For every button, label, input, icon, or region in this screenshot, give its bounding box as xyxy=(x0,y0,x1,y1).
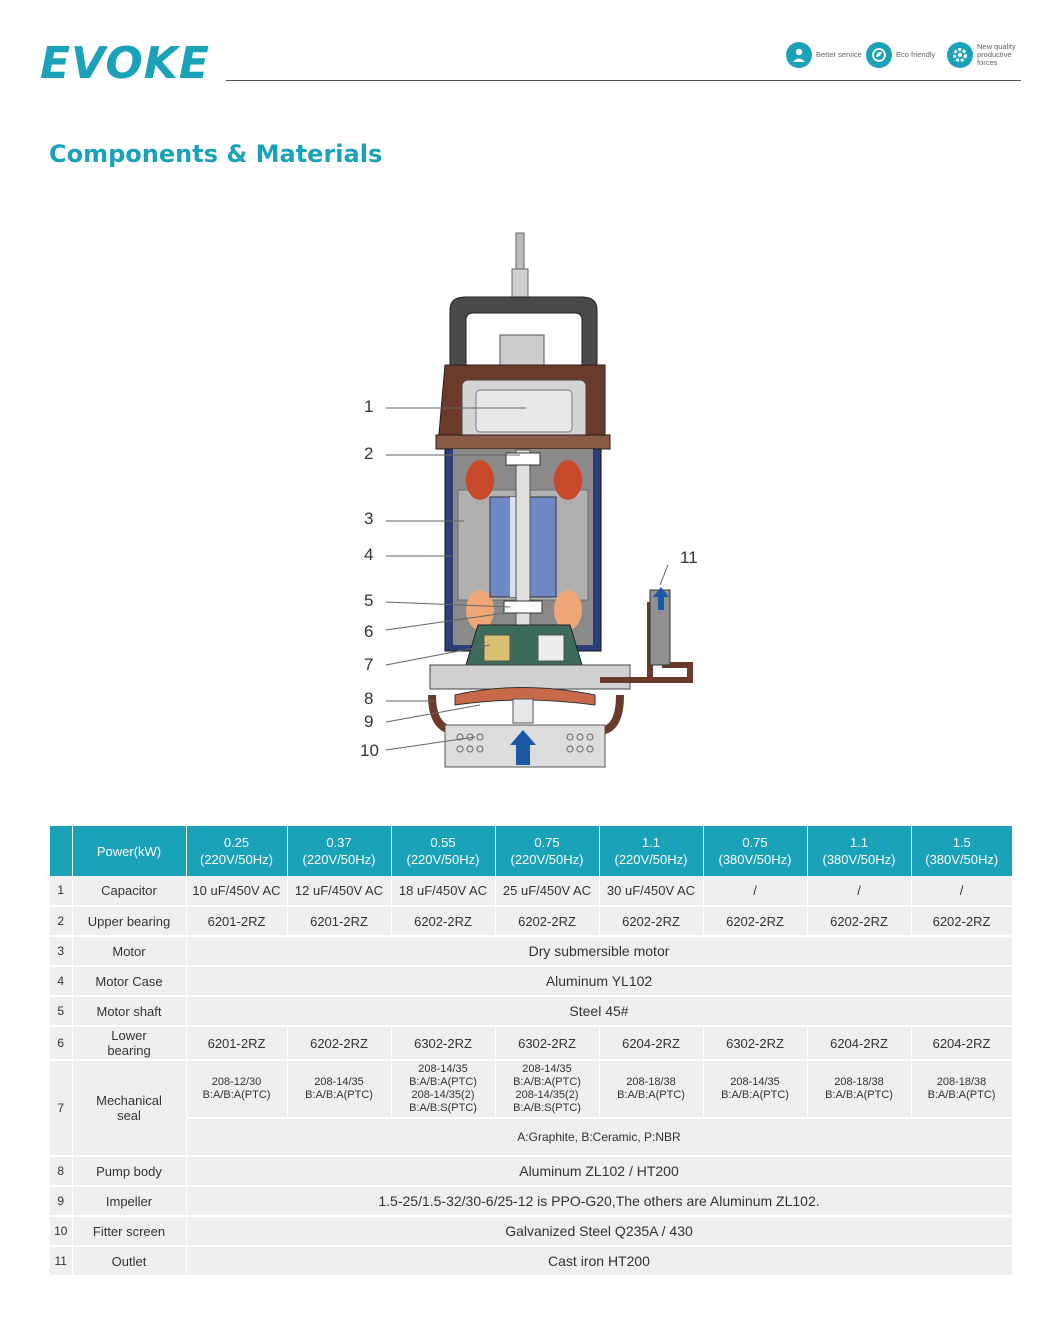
header-col: 0.55(220V/50Hz) xyxy=(391,826,496,876)
table-row-filter-screen: 10 Fitter screen Galvanized Steel Q235A … xyxy=(50,1216,1013,1247)
table-row-upper-bearing: 2 Upper bearing 6201-2RZ 6201-2RZ 6202-2… xyxy=(50,906,1013,937)
callout-9: 9 xyxy=(364,712,373,731)
callout-4: 4 xyxy=(364,545,373,564)
table-row-seal-note: A:Graphite, B:Ceramic, P:NBR xyxy=(50,1118,1013,1157)
table-row-motor-case: 4 Motor Case Aluminum YL102 xyxy=(50,966,1013,997)
header-col: 0.25(220V/50Hz) xyxy=(186,826,288,876)
table-row-impeller: 9 Impeller 1.5-25/1.5-32/30-6/25-12 is P… xyxy=(50,1186,1013,1217)
badge-text: New quality productive forces xyxy=(977,42,1016,67)
header-col: 0.75(380V/50Hz) xyxy=(703,826,808,876)
header-divider xyxy=(226,80,1021,81)
header-col: 1.5(380V/50Hz) xyxy=(911,826,1012,876)
header-col: 1.1(220V/50Hz) xyxy=(599,826,704,876)
badge-text: Better service xyxy=(816,50,862,59)
page-title: Components & Materials xyxy=(49,140,383,168)
table-header-row: Power(kW) 0.25(220V/50Hz) 0.37(220V/50Hz… xyxy=(50,826,1012,876)
callout-11: 11 xyxy=(680,548,698,567)
pump-cutaway-diagram: 1 2 3 4 5 6 7 8 9 10 11 xyxy=(360,232,698,768)
callout-7: 7 xyxy=(364,655,373,674)
gear-icon xyxy=(947,42,973,68)
badge-text: Eco friendly xyxy=(896,50,936,59)
table-row-outlet: 11 Outlet Cast iron HT200 xyxy=(50,1246,1013,1277)
header-col: 0.75(220V/50Hz) xyxy=(495,826,600,876)
callout-2: 2 xyxy=(364,444,373,463)
service-icon xyxy=(786,42,812,68)
callout-10: 10 xyxy=(360,741,379,760)
callout-3: 3 xyxy=(364,509,373,528)
table-row-capacitor: 1 Capacitor 10 uF/450V AC 12 uF/450V AC … xyxy=(50,876,1013,907)
components-table: Power(kW) 0.25(220V/50Hz) 0.37(220V/50Hz… xyxy=(50,826,1013,1277)
table-row-motor-shaft: 5 Motor shaft Steel 45# xyxy=(50,996,1013,1027)
badge-eco-friendly: Eco friendly xyxy=(866,42,948,68)
callout-5: 5 xyxy=(364,591,373,610)
callout-8: 8 xyxy=(364,689,373,708)
page-header: EVOKE Better service Eco friendly New qu… xyxy=(0,0,1060,100)
callout-1: 1 xyxy=(364,397,373,416)
header-col: 1.1(380V/50Hz) xyxy=(807,826,912,876)
header-corner xyxy=(50,826,73,876)
callout-6: 6 xyxy=(364,622,373,641)
table-row-motor: 3 Motor Dry submersible motor xyxy=(50,936,1013,967)
badge-new-quality: New quality productive forces xyxy=(947,42,1029,68)
table-row-pump-body: 8 Pump body Aluminum ZL102 / HT200 xyxy=(50,1156,1013,1187)
badge-better-service: Better service xyxy=(786,42,868,68)
brand-logo: EVOKE xyxy=(40,38,210,89)
header-power-label: Power(kW) xyxy=(72,826,187,876)
eco-icon xyxy=(866,42,892,68)
header-col: 0.37(220V/50Hz) xyxy=(287,826,392,876)
